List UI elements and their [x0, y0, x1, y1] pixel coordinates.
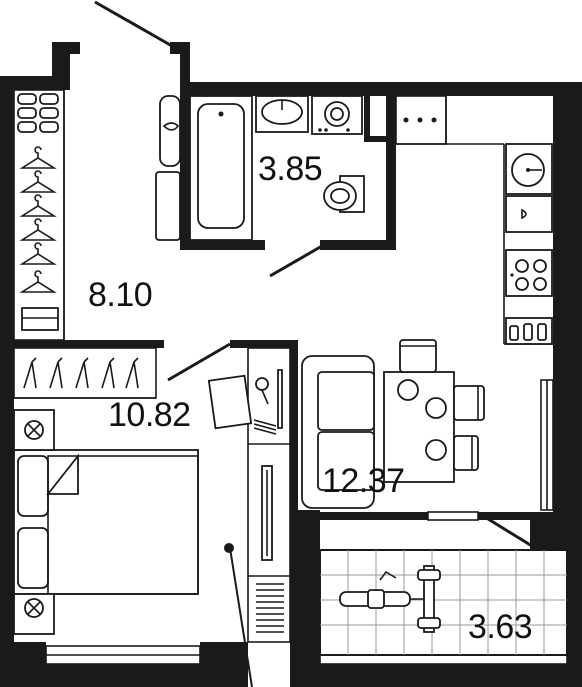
- shoe-rack-icon: [17, 93, 59, 133]
- toilet-icon: [323, 175, 365, 213]
- washing-machine-icon: [311, 95, 363, 135]
- walls: [0, 42, 582, 687]
- balcony: [319, 549, 568, 656]
- hanger-icon: [23, 357, 139, 389]
- door-lines: [94, 0, 533, 687]
- exercise-bench-icon: [339, 565, 441, 633]
- sink-icon: [255, 95, 309, 133]
- kitchen-sink-icon: [505, 143, 553, 195]
- area-label-hallway: 8.10: [88, 276, 153, 314]
- hallway-wardrobe: [13, 89, 65, 341]
- dining-table-icon: [383, 339, 485, 483]
- area-label-bedroom: 10.82: [108, 396, 191, 434]
- sofa-icon: [301, 355, 375, 509]
- area-label-living-kitchen: 12.37: [322, 462, 405, 500]
- bedroom-desk: [207, 347, 291, 643]
- cooktop-icon: [505, 249, 553, 297]
- kitchen: [395, 95, 553, 345]
- area-label-balcony: 3.63: [468, 608, 533, 646]
- bathroom-fixtures: [155, 95, 365, 241]
- bedroom-wardrobe: [13, 347, 157, 399]
- hanger-icon: [19, 146, 57, 293]
- area-label-bathroom: 3.85: [258, 150, 323, 188]
- windows: [45, 379, 568, 665]
- bathtub-icon: [189, 95, 253, 241]
- bed-icon: [13, 409, 199, 635]
